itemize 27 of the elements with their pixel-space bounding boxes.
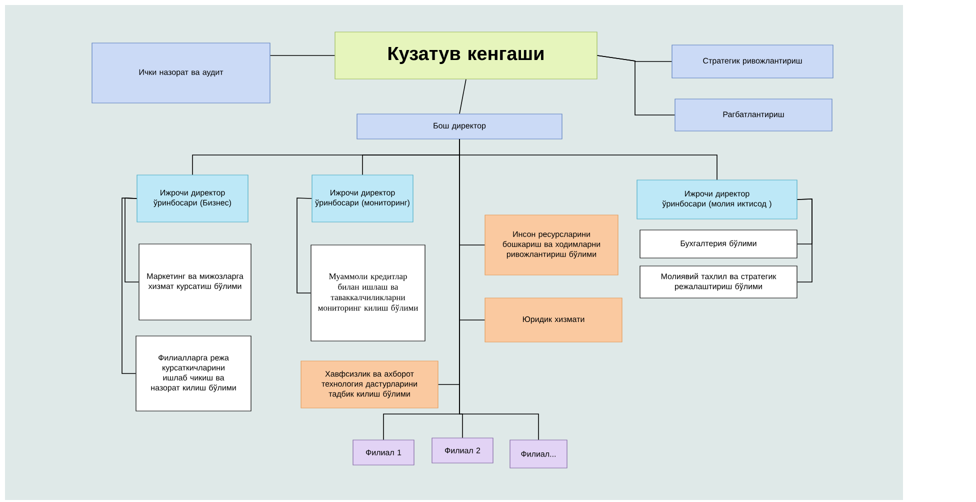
connector-line — [459, 138, 539, 440]
position-box: Ижрочи директор ўринбосари (Бизнес) — [136, 174, 248, 222]
department-box: Филиалларга режа курсаткичларини ишлаб чикиш ва назорат килиш бўлими — [136, 336, 252, 412]
connector-line — [459, 78, 466, 114]
connector-line — [270, 55, 336, 56]
department-box: Хавфсизлик ва ахборот технология дастурларини тадбик килиш бўлими — [300, 360, 438, 408]
position-box: Бош директор — [356, 114, 562, 140]
department-box: Юридик хизмати — [484, 298, 622, 342]
position-box: Стратегик ривожлантириш — [672, 44, 834, 78]
connector-line — [122, 198, 138, 374]
connector-line — [124, 198, 140, 282]
department-box: Маркетинг ва мижозларга хизмат курсатиш бўлими — [138, 244, 252, 320]
position-box: Ижрочи директор ўринбосари (молия иктисод ) — [636, 180, 798, 220]
department-box: Муаммоли кредитлар билан ишлаш ва таваккалчиликларни мониторинг килиш бўлими — [310, 244, 426, 342]
connector-line — [796, 198, 812, 282]
department-box: Бухгалтерия бўлими — [640, 230, 798, 258]
position-box: Ижрочи директор ўринбосари (мониторинг) — [312, 174, 414, 222]
position-box: Рагбатлантириш — [674, 98, 832, 132]
position-box: Ички назорат ва аудит — [92, 42, 270, 104]
department-box: Инсон ресурсларини бошкариш ва ходимларни ривожлантириш бўлими — [484, 214, 618, 276]
title-box: Кузатув кенгаши — [334, 32, 598, 80]
department-box: Молиявий тахлил ва стратегик режалаштириш бўлими — [640, 266, 798, 298]
branch-box: Филиал 1 — [352, 440, 414, 466]
connector-line — [596, 55, 676, 116]
connector-line — [296, 198, 312, 294]
branch-box: Филиал 2 — [432, 438, 494, 464]
branch-box: Филиал... — [510, 440, 568, 468]
